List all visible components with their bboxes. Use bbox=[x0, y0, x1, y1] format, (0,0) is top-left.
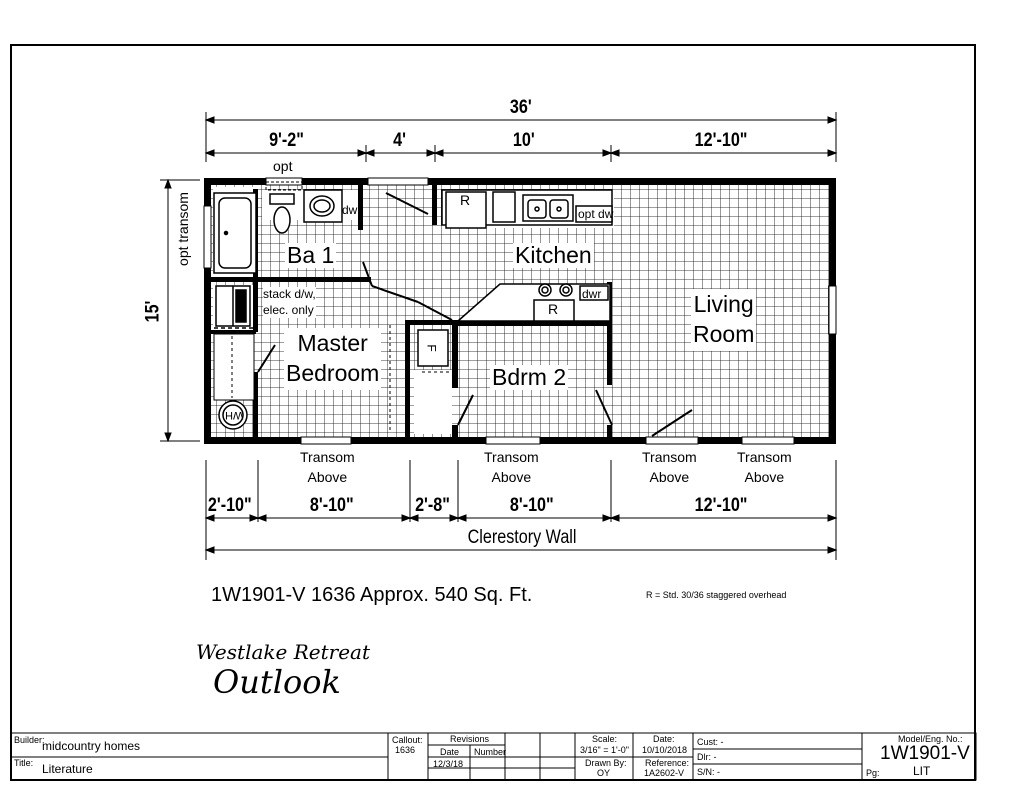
transom-1: Transom Above bbox=[300, 449, 355, 486]
tb-title: Literature bbox=[42, 762, 93, 776]
tb-revisions-label: Revisions bbox=[450, 734, 490, 744]
tb-scale: 3/16" = 1'-0" bbox=[580, 745, 629, 755]
range-note: R = Std. 30/36 staggered overhead bbox=[646, 590, 787, 600]
kitchen-dwr-label: dwr bbox=[582, 287, 602, 301]
depth-label: 15' bbox=[142, 300, 164, 323]
tb-sn-label: S/N: - bbox=[697, 767, 721, 777]
room-master-label: Master Bedroom bbox=[284, 328, 382, 390]
stack-dw-label: stack d/w, elec. only bbox=[263, 287, 316, 319]
tb-cust-label: Cust: - bbox=[697, 737, 724, 747]
tb-callout-label: Callout: bbox=[392, 735, 423, 745]
bottom-dim-1: 2'-10" bbox=[207, 495, 252, 516]
transom-2: Transom Above bbox=[484, 449, 539, 486]
model-line: 1W1901-V 1636 Approx. 540 Sq. Ft. bbox=[211, 584, 533, 606]
room-bath-label: Ba 1 bbox=[285, 242, 337, 268]
bottom-dim-5: 12'-10" bbox=[694, 495, 748, 516]
brand-line-1: Westlake Retreat bbox=[196, 640, 370, 664]
tb-date2-label: Date: bbox=[653, 734, 675, 744]
depth-dimension-line bbox=[160, 178, 200, 443]
tb-dlr-label: Dlr: - bbox=[697, 752, 717, 762]
tb-callout: 1636 bbox=[395, 745, 416, 755]
bottom-dimension-lines bbox=[204, 460, 838, 560]
top-dim-3: 10' bbox=[512, 130, 535, 151]
brand-line-2: Outlook bbox=[213, 663, 341, 701]
tb-drawn: OY bbox=[597, 768, 611, 778]
opt-dw-label: opt dw bbox=[578, 207, 614, 221]
clerestory-label: Clerestory Wall bbox=[467, 527, 577, 548]
transom-3: Transom Above bbox=[642, 449, 697, 486]
tb-model: 1W1901-V bbox=[880, 743, 970, 764]
top-dimension-lines bbox=[204, 112, 838, 162]
tb-model-label: Model/Eng. No.: bbox=[898, 734, 963, 744]
tb-date-label: Date bbox=[440, 747, 460, 757]
furnace-label: F bbox=[424, 344, 439, 352]
tb-title-label: Title: bbox=[14, 758, 34, 768]
overall-width-label: 36' bbox=[509, 97, 532, 118]
bottom-dim-3: 2'-8" bbox=[415, 495, 450, 516]
top-dim-4: 12'-10" bbox=[694, 130, 748, 151]
tb-rev-date: 12/3/18 bbox=[433, 759, 464, 769]
tb-pg: LIT bbox=[913, 764, 931, 778]
tb-builder: midcountry homes bbox=[42, 739, 141, 753]
water-heater-label: WH bbox=[225, 409, 244, 421]
tb-drawn-label: Drawn By: bbox=[585, 758, 627, 768]
tb-pg-label: Pg: bbox=[866, 768, 880, 778]
bath-dwr-label: dwr bbox=[342, 203, 362, 217]
tb-reference: 1A2602-V bbox=[644, 768, 685, 778]
opt-transom-label: opt transom bbox=[174, 192, 191, 266]
bottom-dim-2: 8'-10" bbox=[309, 495, 354, 516]
room-living-label: Living Room bbox=[691, 289, 757, 351]
tb-scale-label: Scale: bbox=[592, 734, 618, 744]
range-island-label: R bbox=[548, 301, 559, 317]
top-dim-1: 9'-2" bbox=[269, 130, 304, 151]
top-dim-2: 4' bbox=[393, 130, 406, 151]
opt-window-label: opt bbox=[273, 158, 293, 174]
tb-number-label: Number bbox=[474, 747, 507, 757]
title-block-grid bbox=[10, 732, 977, 781]
room-bedroom2-label: Bdrm 2 bbox=[490, 364, 569, 390]
tb-reference-label: Reference: bbox=[645, 758, 690, 768]
range-top-label: R bbox=[460, 192, 471, 208]
tb-builder-label: Builder: bbox=[14, 735, 45, 745]
tb-date2: 10/10/2018 bbox=[642, 745, 688, 755]
bottom-dim-4: 8'-10" bbox=[509, 495, 554, 516]
transom-4: Transom Above bbox=[737, 449, 792, 486]
room-kitchen-label: Kitchen bbox=[513, 242, 594, 268]
